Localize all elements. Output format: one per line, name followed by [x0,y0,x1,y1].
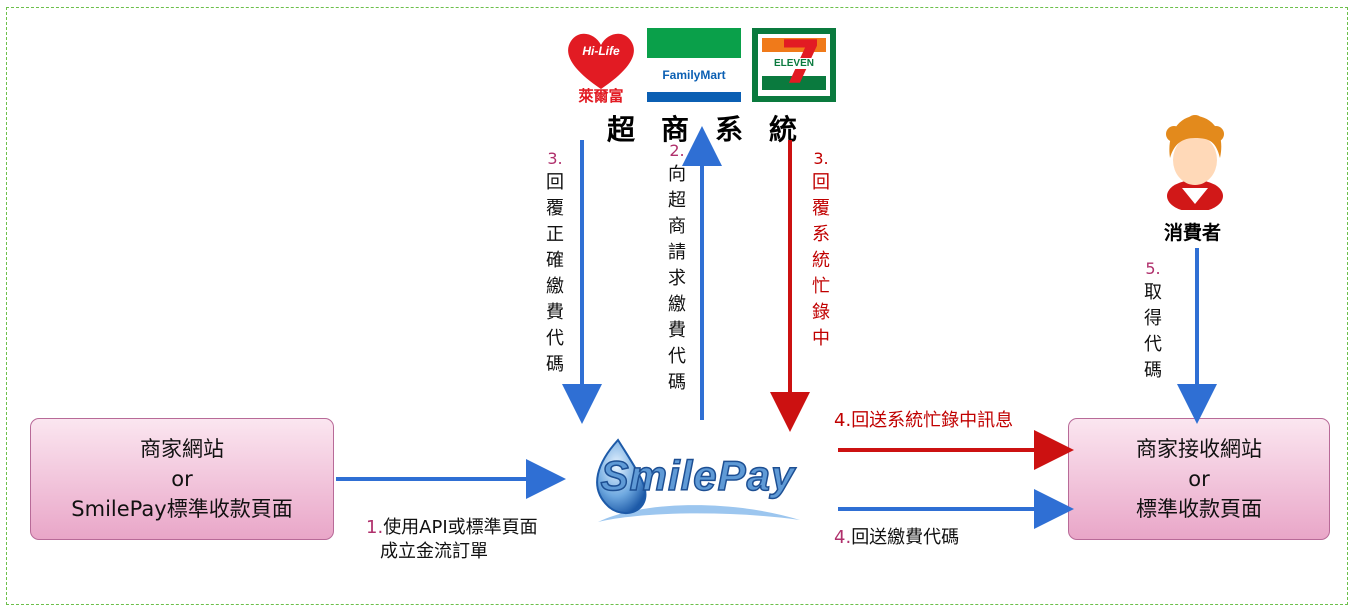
step3-busy-char: 忙 [812,276,830,297]
step5-char: 代 [1144,334,1162,355]
step4-busy-num: 4. [834,410,852,431]
step2-char: 請 [668,242,686,263]
step4-busy-label: 4.回送系統忙錄中訊息 [834,409,1013,433]
merchant-site-line2: or [171,467,193,491]
step3-ok-char: 回 [546,172,564,193]
step3-busy-char: 系 [812,224,830,245]
merchant-site-box: 商家網站 or SmilePay標準收款頁面 [30,418,334,540]
step2-char: 求 [668,268,686,289]
step1-num: 1. [366,517,384,538]
step1-label: 1.使用API或標準頁面 成立金流訂單 [366,516,538,564]
hilife-logo-chinese: 萊爾富 [578,87,624,105]
step4-code-text: 回送繳費代碼 [851,527,960,548]
merchant-receive-box: 商家接收網站 or 標準收款頁面 [1068,418,1330,540]
hilife-logo: Hi-Life 萊爾富 [561,27,641,105]
step3-ok-char: 碼 [546,354,564,375]
step4-busy-text: 回送系統忙錄中訊息 [851,410,1014,431]
step3-busy-char: 回 [812,172,830,193]
merchant-receive-line2: or [1188,467,1210,491]
step3-busy-char: 覆 [812,198,830,219]
step3-ok-num: 3. [547,149,563,168]
step5-char: 得 [1144,308,1162,329]
step1-line2: 成立金流訂單 [380,541,488,562]
step3-busy-num: 3. [813,149,829,168]
step3-ok-char: 確 [546,250,564,271]
step1-line1: 使用API或標準頁面 [383,517,538,538]
hilife-logo-text: Hi-Life [582,44,620,58]
step3-ok-char: 費 [546,302,564,323]
step2-label: 2. 向 超 商 請 求 繳 費 代 碼 [668,140,686,396]
smilepay-logo-text: SmilePay [600,451,796,500]
step2-char: 代 [668,346,686,367]
step3-ok-char: 繳 [546,276,564,297]
step3-busy-char: 中 [812,328,830,349]
merchant-receive-line1: 商家接收網站 [1136,437,1262,461]
step2-num: 2. [669,141,685,160]
step3-busy-label: 3. 回 覆 系 統 忙 錄 中 [812,148,830,352]
merchant-site-line3: SmilePay標準收款頁面 [71,497,293,521]
familymart-logo: FamilyMart [647,28,741,102]
consumer-label: 消費者 [1164,222,1222,244]
diagram-frame [6,7,1348,605]
step2-char: 向 [668,164,686,185]
step3-ok-char: 正 [546,224,564,245]
step4-code-num: 4. [834,527,852,548]
step5-label: 5. 取 得 代 碼 [1144,258,1162,384]
step2-char: 繳 [668,294,686,315]
step4-code-label: 4.回送繳費代碼 [834,526,959,550]
merchant-receive-line3: 標準收款頁面 [1136,497,1262,521]
seven-eleven-logo-text: ELEVEN [762,58,826,69]
seven-eleven-logo: 7 ELEVEN [752,28,836,102]
step5-char: 碼 [1144,360,1162,381]
step2-char: 商 [668,216,686,237]
step2-char: 費 [668,320,686,341]
merchant-site-line1: 商家網站 [140,437,224,461]
step5-num: 5. [1145,259,1161,278]
step3-ok-char: 代 [546,328,564,349]
step2-char: 超 [668,190,686,211]
step3-busy-char: 錄 [812,302,830,323]
step3-ok-label: 3. 回 覆 正 確 繳 費 代 碼 [546,148,564,378]
step2-char: 碼 [668,372,686,393]
step5-char: 取 [1144,282,1162,303]
consumer-avatar [1160,112,1230,210]
step3-ok-char: 覆 [546,198,564,219]
smilepay-logo: SmilePay [578,432,808,528]
familymart-logo-text: FamilyMart [662,68,726,82]
step3-busy-char: 統 [812,250,830,271]
